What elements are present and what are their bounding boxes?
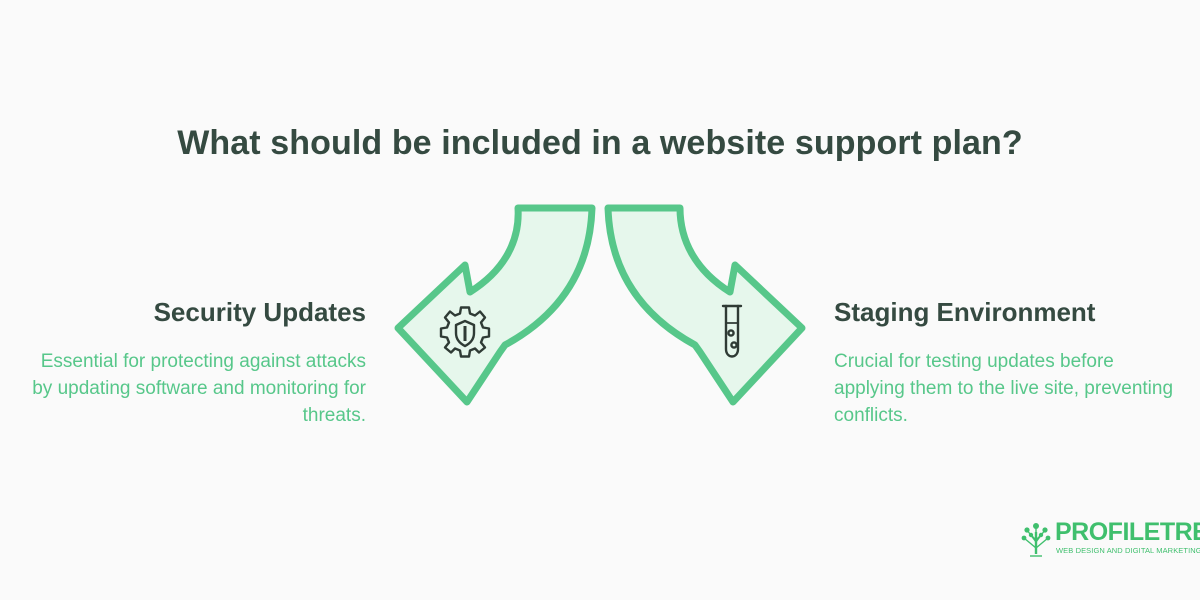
security-updates-description: Essential for protecting against attacks… <box>32 351 366 426</box>
security-updates-block: Security Updates Essential for protectin… <box>26 294 366 429</box>
logo-wordmark: PROFILETREE <box>1055 518 1200 546</box>
staging-environment-description: Crucial for testing updates before apply… <box>834 351 1174 426</box>
security-updates-heading: Security Updates <box>153 297 366 327</box>
test-tube-icon <box>721 304 743 358</box>
tree-icon <box>1021 523 1051 557</box>
staging-environment-heading: Staging Environment <box>834 297 1096 327</box>
profiletree-logo: PROFILETREE WEB DESIGN AND DIGITAL MARKE… <box>1020 518 1200 558</box>
logo-tagline: WEB DESIGN AND DIGITAL MARKETING <box>1056 546 1200 555</box>
right-arrow <box>604 204 806 406</box>
staging-environment-block: Staging Environment Crucial for testing … <box>834 294 1179 429</box>
shield-gear-icon <box>439 306 491 358</box>
page-title: What should be included in a website sup… <box>177 124 1023 162</box>
left-arrow <box>394 204 596 406</box>
